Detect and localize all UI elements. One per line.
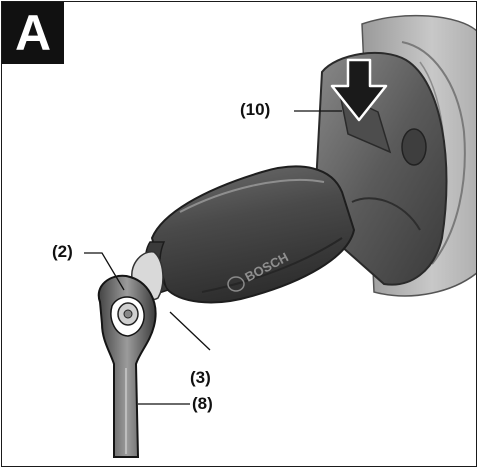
callout-10: (10) [240, 100, 271, 119]
callout-2: (2) [52, 242, 73, 261]
leader-2 [84, 252, 125, 291]
press-arrow-icon [330, 58, 388, 122]
wrench [97, 274, 157, 458]
leader-lines [84, 110, 342, 405]
leader-3 [169, 311, 211, 351]
handle-grip: BOSCH [150, 165, 356, 304]
figure-badge: A [2, 2, 64, 64]
callout-3: (3) [190, 368, 211, 387]
callout-8: (8) [192, 394, 213, 413]
